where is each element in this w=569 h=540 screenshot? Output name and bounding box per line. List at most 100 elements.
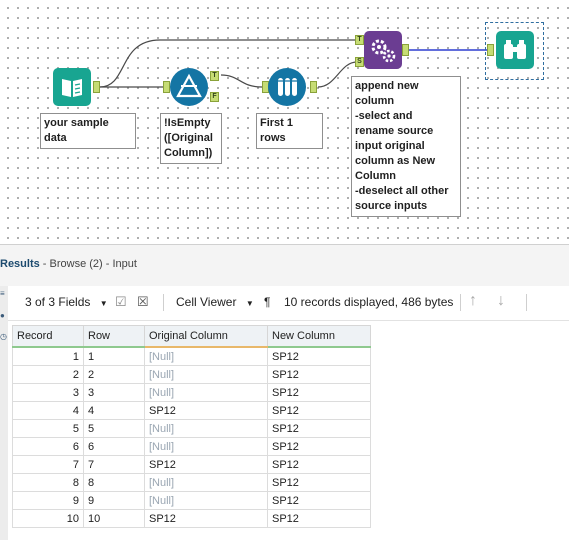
arrow-up-icon[interactable]: ↑ — [469, 292, 477, 309]
cell-viewer-selector[interactable]: Cell Viewer ▼ — [176, 295, 254, 309]
cell-row[interactable]: 9 — [83, 491, 145, 510]
fields-label: 3 of 3 Fields — [25, 295, 91, 309]
cell-row[interactable]: 2 — [83, 365, 145, 384]
results-title: Results - Browse (2) - Input — [0, 258, 137, 270]
cell-new-column[interactable]: SP12 — [267, 346, 371, 366]
filter-input-anchor[interactable] — [163, 81, 170, 93]
link-icon[interactable]: ● — [0, 311, 5, 320]
filter-triangle-icon — [176, 73, 202, 98]
cell-record[interactable]: 4 — [12, 401, 84, 420]
sample-tool[interactable] — [268, 68, 306, 106]
column-header-original[interactable]: Original Column — [144, 325, 268, 348]
cell-new-column[interactable]: SP12 — [267, 509, 371, 528]
records-info: 10 records displayed, 486 bytes — [284, 295, 454, 309]
cell-original-column[interactable]: [Null] — [144, 346, 268, 366]
column-header-row[interactable]: Row — [83, 325, 145, 348]
chevron-down-icon: ▼ — [99, 299, 108, 308]
clock-icon[interactable]: ◷ — [0, 332, 7, 341]
cell-row[interactable]: 8 — [83, 473, 145, 492]
cell-new-column[interactable]: SP12 — [267, 455, 371, 474]
cell-original-column[interactable]: SP12 — [144, 455, 268, 474]
cell-original-column[interactable]: [Null] — [144, 365, 268, 384]
cell-row[interactable]: 1 — [83, 346, 145, 366]
cell-record[interactable]: 2 — [12, 365, 84, 384]
column-header-new[interactable]: New Column — [267, 325, 371, 348]
results-heading: Results — [0, 258, 40, 270]
arrow-down-icon[interactable]: ↓ — [497, 292, 505, 309]
cell-row[interactable]: 3 — [83, 383, 145, 402]
checkbox-edit-icon[interactable]: ☑ — [115, 294, 127, 309]
cell-record[interactable]: 10 — [12, 509, 84, 528]
results-header-bar — [0, 244, 569, 287]
toolbar-divider — [526, 294, 527, 311]
pilcrow-icon[interactable]: ¶ — [264, 295, 271, 309]
browse-input-anchor[interactable] — [487, 44, 494, 56]
browse-tool-selection — [485, 22, 544, 80]
append-source-anchor[interactable]: S — [355, 57, 364, 67]
cell-original-column[interactable]: [Null] — [144, 473, 268, 492]
cell-original-column[interactable]: [Null] — [144, 491, 268, 510]
cell-row[interactable]: 10 — [83, 509, 145, 528]
cell-record[interactable]: 1 — [12, 346, 84, 366]
filter-true-anchor[interactable]: T — [210, 71, 219, 81]
cell-new-column[interactable]: SP12 — [267, 383, 371, 402]
filter-false-anchor[interactable]: F — [210, 92, 219, 102]
sample-output-anchor[interactable] — [310, 81, 317, 93]
fields-selector[interactable]: 3 of 3 Fields ▼ — [25, 295, 108, 309]
cell-record[interactable]: 6 — [12, 437, 84, 456]
append-annotation: append new column -select and rename sou… — [351, 76, 461, 217]
cell-record[interactable]: 7 — [12, 455, 84, 474]
input-annotation: your sample data — [40, 113, 136, 149]
cell-row[interactable]: 6 — [83, 437, 145, 456]
append-fields-tool[interactable] — [364, 31, 402, 69]
cell-record[interactable]: 3 — [12, 383, 84, 402]
sample-annotation: First 1 rows — [256, 113, 323, 149]
gears-icon — [371, 39, 396, 63]
toolbar-divider — [460, 294, 461, 311]
cell-new-column[interactable]: SP12 — [267, 401, 371, 420]
column-header-record[interactable]: Record — [12, 325, 84, 348]
append-target-anchor[interactable]: T — [355, 35, 364, 45]
cell-original-column[interactable]: [Null] — [144, 419, 268, 438]
cell-new-column[interactable]: SP12 — [267, 437, 371, 456]
cell-record[interactable]: 8 — [12, 473, 84, 492]
wire-sample-to-append — [317, 61, 358, 88]
input-data-tool[interactable] — [53, 68, 91, 106]
results-side-strip — [0, 286, 8, 540]
cell-original-column[interactable]: [Null] — [144, 383, 268, 402]
append-output-anchor[interactable] — [402, 44, 409, 56]
clear-box-icon[interactable]: ☒ — [137, 294, 149, 309]
filter-tool[interactable] — [170, 68, 208, 106]
cell-new-column[interactable]: SP12 — [267, 365, 371, 384]
cell-new-column[interactable]: SP12 — [267, 491, 371, 510]
results-subtitle: - Browse (2) - Input — [39, 258, 137, 270]
cell-record[interactable]: 9 — [12, 491, 84, 510]
cell-row[interactable]: 4 — [83, 401, 145, 420]
menu-icon[interactable]: ≡ — [0, 289, 5, 298]
browse-tool[interactable] — [496, 31, 534, 69]
test-tubes-icon — [276, 78, 299, 96]
cell-original-column[interactable]: SP12 — [144, 401, 268, 420]
input-output-anchor[interactable] — [93, 81, 100, 93]
cell-new-column[interactable]: SP12 — [267, 419, 371, 438]
workflow-canvas[interactable]: T F T S your sample da — [0, 0, 569, 244]
wire-filter-to-sample — [220, 74, 263, 88]
cell-record[interactable]: 5 — [12, 419, 84, 438]
cell-new-column[interactable]: SP12 — [267, 473, 371, 492]
cell-row[interactable]: 7 — [83, 455, 145, 474]
cell-original-column[interactable]: SP12 — [144, 509, 268, 528]
cell-original-column[interactable]: [Null] — [144, 437, 268, 456]
cell-row[interactable]: 5 — [83, 419, 145, 438]
